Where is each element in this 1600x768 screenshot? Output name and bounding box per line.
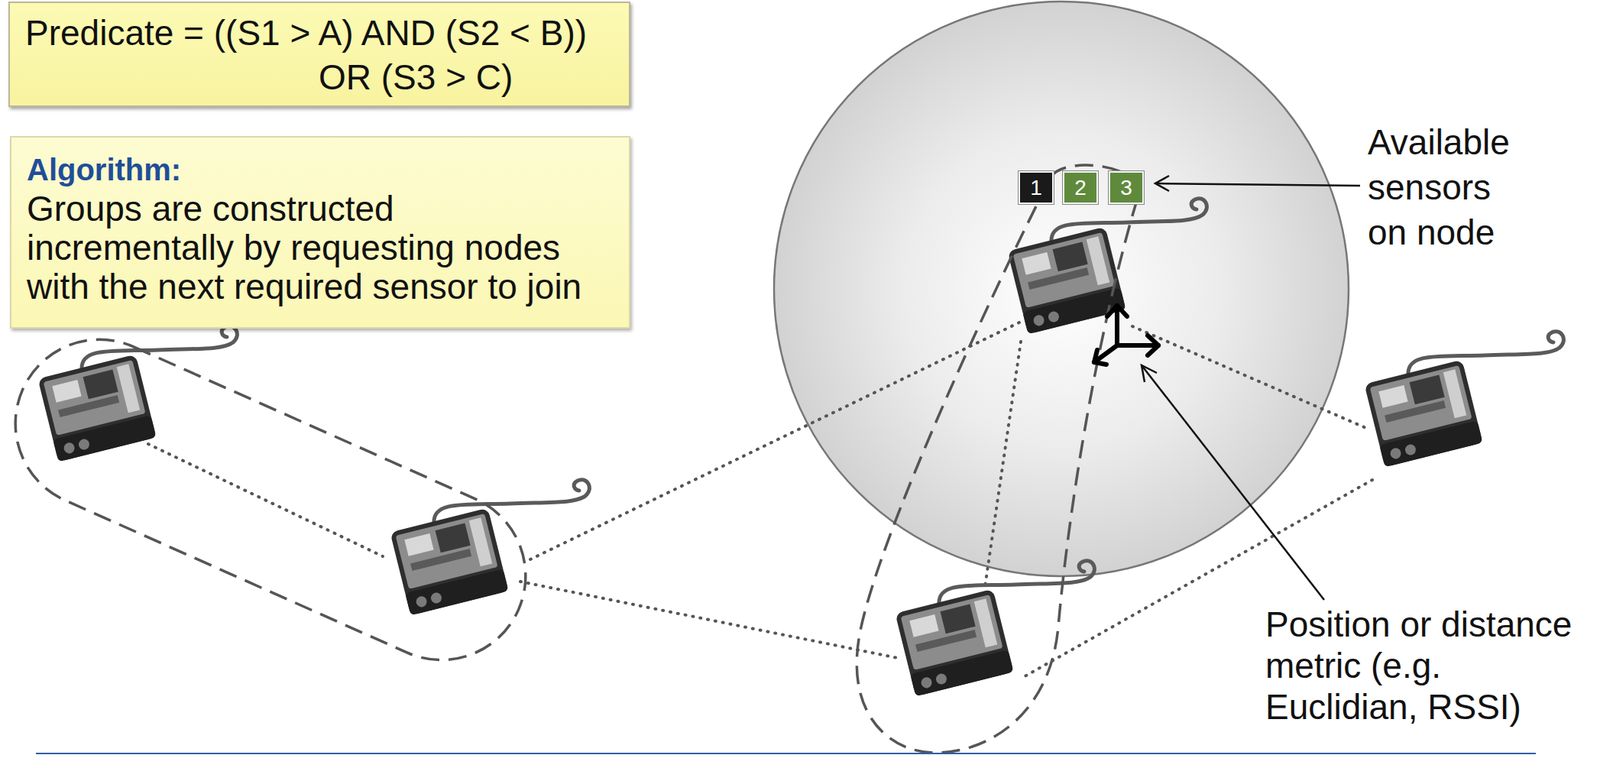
radio-links	[148, 321, 1373, 679]
sensor-mote	[894, 589, 1014, 697]
leader-arrowhead	[1141, 365, 1157, 383]
leader-lines	[1141, 175, 1361, 600]
leader-arrowhead	[1155, 175, 1170, 192]
leader-line	[1155, 183, 1361, 186]
predicate-text: Predicate = ((S1 > A) AND (S2 < B)) OR (…	[25, 10, 614, 100]
sensor-number: 1	[1029, 175, 1043, 201]
callout-label: Position or distance metric (e.g. Euclid…	[1265, 603, 1587, 728]
sensor-box: 1	[1018, 171, 1054, 205]
group-outline	[856, 165, 1139, 753]
radio-link	[148, 443, 383, 557]
sensor-box: 2	[1062, 171, 1098, 205]
group-outline	[0, 312, 553, 687]
sensor-mote	[1363, 359, 1483, 468]
radio-link	[520, 581, 898, 658]
algorithm-heading: Algorithm:	[26, 149, 614, 190]
sensor-box: 3	[1108, 171, 1144, 205]
callout-label: Available sensors on node	[1367, 119, 1529, 256]
footer-rule	[35, 752, 1536, 755]
radio-link	[984, 341, 1021, 587]
predicate-box: Predicate = ((S1 > A) AND (S2 < B)) OR (…	[8, 1, 631, 107]
sensor-mote	[37, 354, 156, 463]
algorithm-body: Groups are constructed incrementally by …	[26, 189, 596, 307]
sensor-number: 2	[1074, 175, 1087, 201]
radio-link	[1132, 326, 1368, 429]
radio-link	[530, 321, 1021, 560]
algorithm-box: Algorithm:Groups are constructed increme…	[9, 136, 631, 329]
axes-symbol	[1094, 305, 1159, 365]
range-circle	[774, 1, 1349, 577]
sensor-mote	[389, 508, 509, 616]
leader-line	[1141, 365, 1325, 600]
sensor-number: 3	[1120, 175, 1133, 201]
